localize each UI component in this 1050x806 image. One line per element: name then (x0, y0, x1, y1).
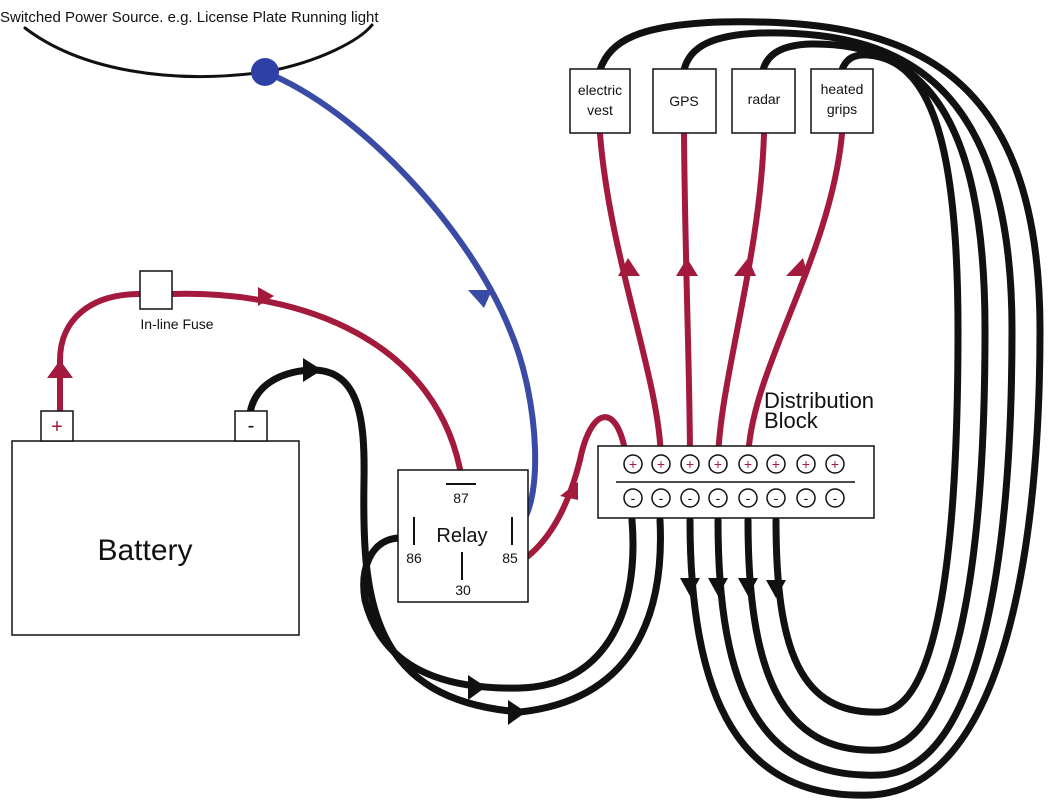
minus-terminal-label: - (659, 490, 664, 506)
minus-terminal (651, 488, 671, 508)
accessory-radar (731, 68, 796, 134)
battery-negative-label: - (248, 415, 255, 437)
ground-arrow-1 (468, 675, 486, 700)
ground-wires (246, 18, 1044, 799)
plus-terminal-label: + (657, 456, 665, 472)
switched-wire-arrow (468, 290, 492, 308)
minus-terminal (738, 488, 758, 508)
ground-wire-battery (246, 366, 524, 716)
relay-pin-86-label: 86 (406, 550, 422, 566)
positive-wire-radar (715, 131, 767, 463)
plus-terminals: + + + + + + + + (623, 454, 845, 474)
plus-terminal-label: + (714, 456, 722, 472)
accessory-grips-line2: grips (827, 101, 857, 117)
minus-terminal-label: - (774, 490, 779, 506)
plus-terminal-label: + (802, 456, 810, 472)
positive-arrow-grips (786, 258, 808, 276)
positive-wire-gps (681, 131, 693, 463)
battery-negative-terminal (234, 410, 268, 442)
ground-wire-block (516, 516, 664, 716)
ground-wire-relay (360, 516, 637, 692)
ground-loop-grips (772, 51, 962, 716)
accessories: electric vest GPS radar heated grips (569, 68, 874, 134)
ground-arrow-battery (303, 358, 322, 382)
battery-body (11, 440, 300, 636)
relay-label: Relay (436, 525, 487, 547)
fuse-label: In-line Fuse (140, 316, 213, 332)
relay-pin-30-label: 30 (455, 582, 471, 598)
accessory-gps (652, 68, 717, 134)
battery-positive-label: + (51, 416, 63, 438)
minus-terminal (766, 488, 786, 508)
plus-terminal (680, 454, 700, 474)
plus-terminal (651, 454, 671, 474)
positive-arrow-battery (47, 360, 73, 378)
title-label: Switched Power Source. e.g. License Plat… (0, 9, 379, 26)
minus-terminal-label: - (804, 490, 809, 506)
relay-pin-85-label: 85 (502, 550, 518, 566)
ground-arrow-5 (738, 578, 758, 596)
minus-terminal-label: - (688, 490, 693, 506)
switched-source-wire (23, 23, 374, 79)
plus-terminal-label: + (772, 456, 780, 472)
accessory-gps-line1: GPS (669, 93, 699, 109)
positive-wire-grips (745, 131, 845, 463)
minus-terminal-label: - (716, 490, 721, 506)
distribution-block: Distribution Block + + + + + + + + - - - - - - - - (597, 388, 875, 519)
relay-pin-87-label: 87 (453, 490, 469, 506)
ground-arrow-4 (708, 578, 728, 596)
positive-arrow-vest (618, 258, 640, 276)
accessory-grips-line1: heated (821, 81, 864, 97)
ground-arrow-2 (508, 700, 526, 725)
accessory-radar-line1: radar (748, 91, 781, 107)
plus-terminal-label: + (629, 456, 637, 472)
distribution-label-line1: Distribution (764, 388, 874, 413)
positive-arrow-radar (734, 258, 756, 276)
accessory-vest-line1: electric (578, 82, 622, 98)
plus-terminal (708, 454, 728, 474)
plus-terminal (825, 454, 845, 474)
minus-terminal (825, 488, 845, 508)
minus-terminal-label: - (631, 490, 636, 506)
minus-terminal-label: - (746, 490, 751, 506)
switch-node (251, 58, 279, 86)
ground-arrow-3 (680, 578, 700, 596)
minus-terminal (796, 488, 816, 508)
battery-label: Battery (97, 534, 192, 567)
plus-terminal (796, 454, 816, 474)
accessory-electric-vest (569, 68, 631, 134)
plus-terminal-label: + (831, 456, 839, 472)
ground-arrow-6 (766, 580, 786, 598)
plus-terminal (623, 454, 643, 474)
accessory-vest-line2: vest (587, 102, 613, 118)
ground-loop-gps (680, 29, 1016, 779)
battery-positive-terminal (40, 410, 74, 442)
distribution-label-line2: Block (764, 408, 819, 433)
minus-terminal-label: - (833, 490, 838, 506)
relay: 87 Relay 86 85 30 (397, 469, 529, 603)
plus-terminal (766, 454, 786, 474)
positive-arrow-gps (676, 258, 698, 276)
plus-terminal-label: + (744, 456, 752, 472)
ground-loop-vest (596, 18, 1044, 799)
inline-fuse (139, 270, 173, 310)
minus-terminal (708, 488, 728, 508)
positive-wire-battery-fuse (57, 291, 143, 416)
switched-wire (262, 69, 539, 533)
battery: + - Battery (11, 410, 300, 636)
positive-arrow-fuse (258, 287, 274, 306)
plus-terminal-label: + (686, 456, 694, 472)
minus-terminal (680, 488, 700, 508)
minus-terminal (623, 488, 643, 508)
positive-wire-vest (597, 131, 664, 463)
plus-terminal (738, 454, 758, 474)
ground-loop-radar (744, 40, 989, 754)
minus-terminals: -------- (623, 488, 845, 508)
positive-wire-fuse-relay (169, 290, 465, 483)
positive-arrow-relay-out (560, 482, 578, 500)
accessory-heated-grips (810, 68, 874, 134)
